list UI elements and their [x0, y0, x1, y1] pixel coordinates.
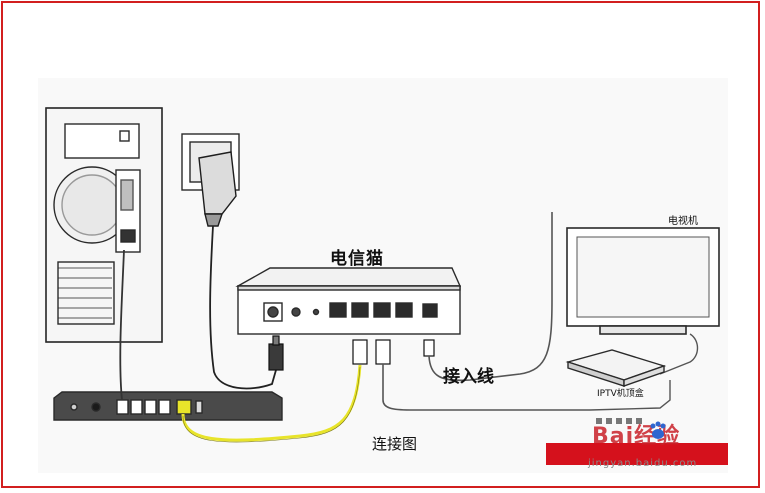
computer-tower	[45, 107, 163, 343]
modem-to-stb-cable	[382, 364, 590, 411]
telecom-modem	[235, 267, 462, 335]
power-adapter	[198, 151, 237, 227]
stb-connector-strip	[596, 418, 642, 424]
paw-icon	[650, 421, 666, 439]
watermark-brand: Bai经验	[592, 424, 681, 449]
iptv-set-top-box	[565, 349, 667, 387]
modem-label: 电信猫	[330, 249, 384, 269]
access-line-label: 接入线	[443, 367, 494, 387]
watermark-bar	[546, 443, 728, 465]
diagram-title: 连接图	[372, 435, 418, 453]
stb-label: IPTV机顶盒	[597, 389, 644, 399]
router	[53, 391, 283, 421]
access-line-cable	[428, 212, 553, 382]
modem-plugs	[352, 339, 435, 365]
television	[566, 227, 720, 335]
tv-label: 电视机	[668, 216, 698, 227]
power-cable	[209, 225, 277, 390]
power-plug	[268, 335, 284, 371]
watermark-url: jingyan.baidu.com	[588, 458, 698, 469]
pc-to-router-cable	[119, 249, 125, 401]
tv-cable	[659, 333, 699, 375]
yellow-wan-cable	[181, 364, 362, 442]
